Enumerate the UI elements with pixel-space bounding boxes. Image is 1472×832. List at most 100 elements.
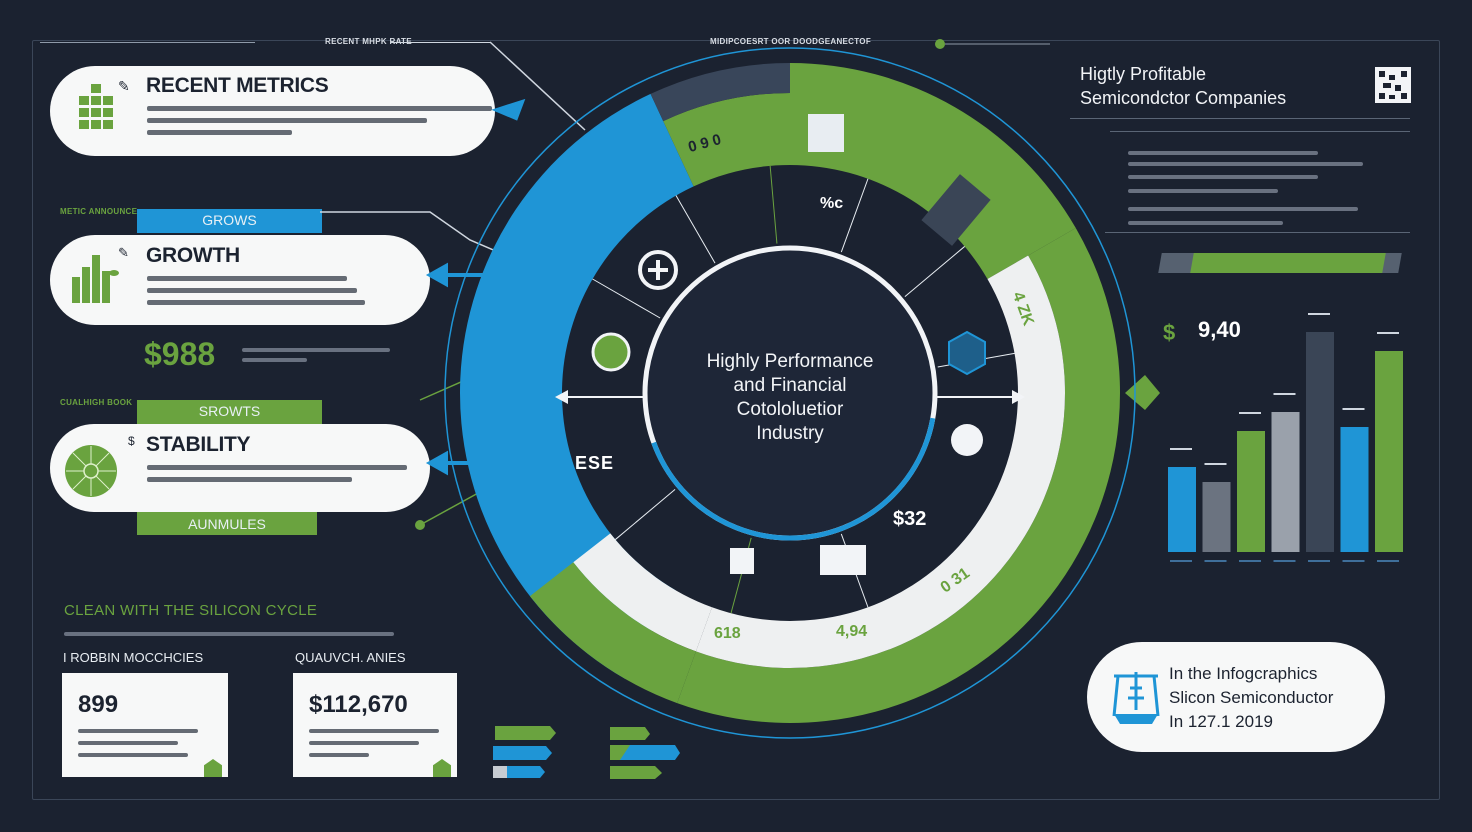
tool-icon: ✎ [118, 78, 130, 94]
green-top-band [663, 93, 790, 187]
body-text [309, 741, 419, 745]
globe-icon [951, 424, 983, 456]
green-bottom-band [529, 562, 696, 704]
arrow-left-icon [555, 390, 568, 404]
arrow-left-icon [425, 262, 448, 288]
info-pill-text: In the Infogcraphics Slicon Semiconducto… [1169, 662, 1333, 734]
plus-icon [648, 260, 668, 280]
body-text [78, 741, 178, 745]
bar-chart-icon [79, 84, 113, 129]
ring-value-32: $32 [893, 508, 927, 530]
qr-code-icon [1375, 67, 1411, 103]
stability-tab[interactable]: SROWTS [137, 400, 322, 424]
dollar-icon: $ [128, 434, 135, 448]
factory-icon [730, 548, 754, 574]
stat-card-2: $112,670 [293, 673, 457, 777]
body-text [147, 130, 292, 135]
center-title-line: Cotololuetior [736, 399, 844, 420]
bar-2 [1202, 482, 1231, 552]
caption-text [242, 348, 390, 352]
arrow-icon [491, 98, 526, 121]
green-top-right-band [790, 63, 1076, 279]
headline-value: 9,40 [1198, 317, 1241, 342]
body-text [1128, 151, 1318, 155]
right-title: Higtly Profitable Semicondctor Companies [1080, 62, 1286, 110]
document-icon [808, 114, 844, 152]
blue-outer-band [460, 93, 694, 679]
growth-bars-icon [72, 255, 119, 303]
center-top-caption: MIDIPCOESRT OOR DOODGEANECTOF [710, 37, 872, 46]
divider [1070, 118, 1410, 119]
wafer-icon [65, 445, 117, 497]
center-title-line: Industry [756, 423, 824, 444]
body-text [1128, 221, 1283, 225]
bar-1 [1168, 467, 1196, 552]
bar-3 [1237, 431, 1265, 552]
body-text [147, 276, 347, 281]
arrow-left-icon [425, 450, 448, 476]
info-line: Slicon Semiconductor [1169, 688, 1334, 707]
bar-6 [1340, 427, 1369, 552]
caption-text [64, 632, 394, 636]
body-text [1128, 207, 1358, 211]
outer-thin-ring [444, 47, 1136, 739]
divider [1110, 131, 1410, 132]
up-arrow-icon [433, 759, 451, 777]
chip-stack-icon [921, 174, 991, 246]
white-right-band [695, 255, 1065, 668]
growth-caption: METIC ANNOUNCE [60, 207, 138, 216]
ring-value-ese: ESE [575, 453, 615, 473]
stat-card-1: 899 [62, 673, 228, 777]
body-text [1128, 175, 1318, 179]
caption-text [242, 358, 307, 362]
right-title-line: Higtly Profitable [1080, 64, 1207, 84]
tool-icon: ✎ [118, 245, 129, 260]
ring-value-618: 618 [714, 625, 741, 642]
center-title-line: Highly Performance [706, 351, 874, 372]
body-text [1128, 162, 1363, 166]
chip-tower-icon [1112, 672, 1160, 724]
stability-caption: CUALHIGH BOOK [60, 398, 133, 407]
ring-value-494: 4,94 [836, 623, 868, 640]
divider [1105, 232, 1410, 233]
body-text [78, 729, 198, 733]
growth-card: ✎ GROWTH [50, 235, 430, 325]
segment-divider [840, 178, 869, 253]
connector-line [390, 42, 490, 43]
recent-metrics-card: ✎ RECENT METRICS [50, 66, 495, 156]
wafer-grid-icon [591, 332, 631, 372]
growth-value: $988 [144, 336, 216, 372]
diamond-marker-icon [1125, 375, 1160, 410]
legend-bars [493, 726, 680, 779]
segment-divider [592, 278, 661, 319]
body-text [147, 288, 357, 293]
segment-divider [675, 195, 716, 264]
body-text [1128, 189, 1278, 193]
body-text [147, 477, 352, 482]
card2-label: QUAUVCH. ANIES [295, 650, 406, 665]
stability-footer-tab[interactable]: AUNMULES [137, 510, 317, 535]
green-right-band [677, 228, 1120, 723]
body-text [147, 465, 407, 470]
plus-circle-icon [638, 250, 678, 290]
segment-divider [615, 489, 676, 540]
body-text [309, 729, 439, 733]
bar-5 [1306, 332, 1334, 552]
card1-label: I ROBBIN MOCCHCIES [63, 650, 204, 665]
outer-frame [32, 40, 1440, 800]
stability-card: $ STABILITY [50, 424, 430, 512]
arrow-right-icon [1012, 390, 1025, 404]
currency-icon: $ [1163, 320, 1176, 345]
center-circle-accent [651, 417, 936, 541]
segment-divider [769, 165, 778, 244]
bar-4 [1271, 412, 1300, 552]
recent-metrics-title: RECENT METRICS [146, 74, 329, 97]
growth-tab[interactable]: GROWS [137, 209, 322, 233]
grey-top-band [650, 63, 790, 122]
body-text [309, 753, 369, 757]
info-pill: In the Infogcraphics Slicon Semiconducto… [1087, 642, 1385, 752]
server-icon [820, 545, 866, 575]
ring-value-pct: %c [820, 195, 844, 212]
